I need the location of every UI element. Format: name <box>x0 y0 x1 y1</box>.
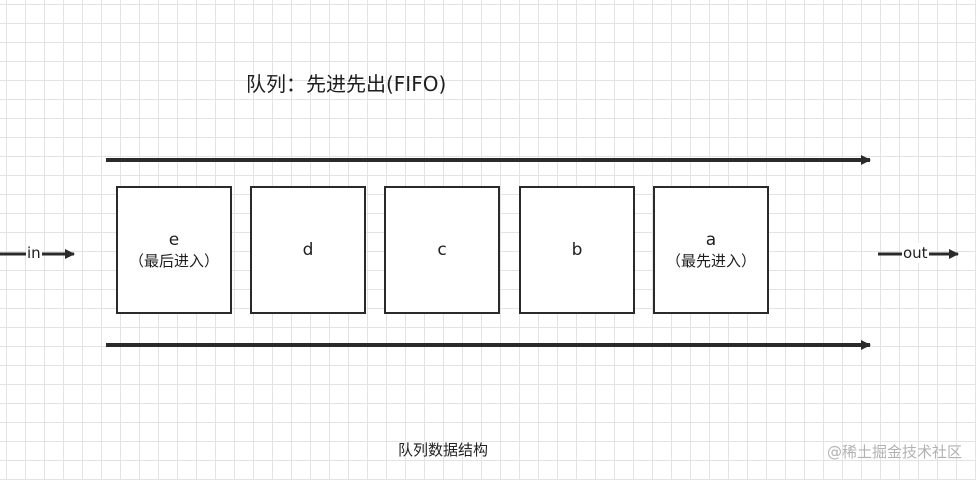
node-letter: d <box>302 240 314 260</box>
node-note: （最先进入） <box>665 252 756 270</box>
node-letter: b <box>571 240 583 260</box>
diagram-caption: 队列数据结构 <box>398 441 489 459</box>
queue-node-c: c <box>384 186 500 314</box>
node-letter: a <box>705 230 717 250</box>
diagram-title: 队列：先进先出(FIFO) <box>246 72 447 96</box>
node-letter: e <box>168 230 180 250</box>
queue-node-d: d <box>250 186 366 314</box>
node-letter: c <box>437 240 447 260</box>
output-label: out <box>902 243 929 263</box>
queue-node-e: e （最后进入） <box>116 186 232 314</box>
queue-node-b: b <box>519 186 635 314</box>
watermark: @稀土掘金技术社区 <box>826 443 962 461</box>
input-label: in <box>26 243 42 263</box>
node-note: （最后进入） <box>128 252 219 270</box>
queue-node-a: a （最先进入） <box>653 186 769 314</box>
